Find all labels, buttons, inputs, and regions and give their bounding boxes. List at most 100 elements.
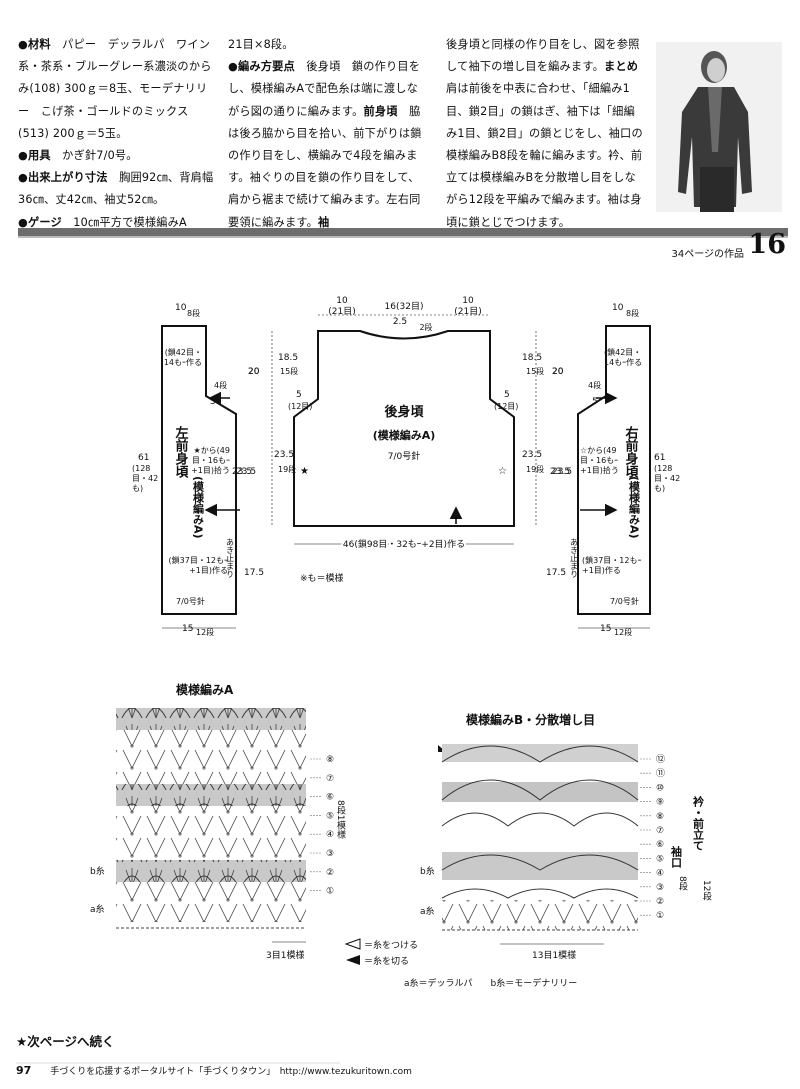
right-front-side: 23.5: [552, 467, 572, 477]
back-total-height: 20: [248, 367, 260, 377]
text-column-1: ●材料 パピー デッラルパ ワイン系・茶系・ブルーグレー系濃淡のからみ(108)…: [18, 34, 218, 234]
back-side-total-right: 23.5: [550, 467, 570, 477]
chart-a-title: 模様編みA: [176, 682, 234, 697]
continue-note: ★次ページへ続く: [16, 1034, 115, 1049]
chart-b-b-yarn: b糸: [420, 865, 435, 877]
legend-cut: ＝糸を切る: [364, 955, 409, 967]
method-front-label: 前身頃: [363, 104, 398, 118]
project-number: 16: [748, 229, 786, 260]
right-front-outline: [577, 325, 651, 615]
row-number: ⑫: [656, 754, 665, 765]
back-shoulder-drop: 5: [296, 390, 302, 400]
materials-text: パピー デッラルパ ワイン系・茶系・ブルーグレー系濃淡のからみ(108) 300…: [18, 38, 212, 140]
back-total-height-right: 20: [552, 367, 564, 377]
back-body-diagram: 後身頃 (模様編みA) 7/0号針 10 (21目) 16(32目) 10 (2…: [232, 296, 570, 584]
back-side: 23.5: [274, 450, 294, 460]
method-label: ●編み方要点: [228, 60, 295, 74]
star-filled-marker: ★: [300, 466, 309, 477]
back-total-width: 46(鎖98目・32もｰ+2目)作る: [343, 538, 465, 550]
footer: 97 手づくりを応援するポータルサイト「手づくりタウン」 http://www.…: [16, 1064, 412, 1077]
row-number: ⑤: [326, 811, 334, 821]
back-armhole-top-right: 18.5: [522, 353, 542, 363]
back-pattern: (模様編みA): [373, 428, 436, 442]
left-front-chain-bottom: (鎖37目・12もｰ+1目)作る: [168, 556, 228, 575]
gauge-paragraph: ●ゲージ 10㎝平方で模様編みA: [18, 212, 218, 234]
right-front-pattern: (模様編みA): [628, 476, 641, 539]
col3-text-b: 肩は前後を中表に合わせ、「細編み1目、鎖2目」の鎖はぎ、袖下は「細編み1目、鎖2…: [446, 82, 643, 229]
back-top-mid: 16(32目): [385, 301, 424, 312]
col3-text-a: 後身頃と同様の作り目をし、図を参照して袖下の増し目を編みます。: [446, 38, 640, 74]
row-number: ②: [656, 897, 664, 907]
size-paragraph: ●出来上がり寸法 胸囲92㎝、背肩幅36㎝、丈42㎝、袖丈52㎝。: [18, 167, 218, 211]
row-number: ⑩: [656, 783, 664, 793]
row-number: ⑧: [656, 812, 664, 822]
chart-a-rows-label: 8段1模様: [335, 800, 346, 838]
right-front-top-sub: 8段: [626, 308, 639, 318]
back-needle: 7/0号針: [388, 450, 421, 462]
back-top-left-sub: (21目): [328, 306, 355, 317]
right-front-bottom-h: 17.5: [546, 568, 566, 578]
right-front-title: 右前身頃: [623, 425, 640, 479]
back-armhole-top-sub: 15段: [280, 366, 298, 376]
tools-paragraph: ●用具 かぎ針7/0号。: [18, 145, 218, 167]
left-front-bottom: 15: [182, 624, 193, 634]
text-column-2: 21目×8段。 ●編み方要点 後身頃 鎖の作り目をし、模様編みAで配色糸は端に渡…: [228, 34, 428, 234]
site-link[interactable]: 手づくりを応援するポータルサイト「手づくりタウン」 http://www.tez…: [50, 1067, 412, 1077]
left-front-side: 23.5: [236, 467, 256, 477]
chart-b-repeat: 13目1模様: [532, 949, 576, 961]
right-front-chain-top: (鎖42目・14もｰ作る: [604, 348, 643, 367]
right-front-bottom-sub: 12段: [614, 627, 632, 637]
tools-label: ●用具: [18, 149, 51, 163]
right-front-pick: ☆から(49目・16もｰ+1目)拾う: [580, 446, 619, 475]
chart-b-cuff-rows: 8段: [677, 876, 688, 892]
row-number: ②: [326, 868, 334, 878]
left-front-diagram: 10 8段 (鎖42目・14もｰ作る 4段 5 20 23.5 左前身頃 (模様…: [132, 303, 264, 637]
size-text: 胸囲92㎝、背肩幅36㎝、丈42㎝、袖丈52㎝。: [18, 171, 214, 207]
row-number: ⑨: [656, 798, 664, 808]
right-front-row5: 5: [592, 397, 598, 407]
back-neck: 2.5: [393, 317, 407, 327]
right-front-row4: 4段: [588, 380, 601, 390]
legend-attach: ＝糸をつける: [364, 939, 418, 951]
back-side-sub: 19段: [278, 464, 296, 474]
right-front-top: 10: [612, 303, 624, 313]
left-front-height-sub: (128目・42も): [132, 464, 159, 493]
chart-a-a-yarn: a糸: [90, 903, 105, 915]
text-column-3: 後身頃と同様の作り目をし、図を参照して袖下の増し目を編みます。まとめ 肩は前後を…: [446, 34, 646, 234]
right-front-bottom: 15: [600, 624, 611, 634]
right-front-chain-bottom: (鎖37目・12もｰ+1目)作る: [582, 556, 642, 575]
back-armhole-top-sub-right: 15段: [526, 366, 544, 376]
row-number: ④: [326, 830, 334, 840]
header-rule-light: [18, 236, 788, 238]
sleeve-paragraph: 後身頃と同様の作り目をし、図を参照して袖下の増し目を編みます。まとめ 肩は前後を…: [446, 34, 646, 234]
method-paragraph: ●編み方要点 後身頃 鎖の作り目をし、模様編みAで配色糸は端に渡しながら図の通り…: [228, 56, 428, 234]
chart-a-b-yarn: b糸: [90, 865, 105, 877]
method-text-b: 脇は後ろ脇から目を拾い、前下がりは鎖の作り目をし、横編みで4段を編みます。袖ぐり…: [228, 104, 422, 229]
row-number: ⑦: [326, 774, 334, 784]
left-front-total-h: 20: [248, 367, 260, 377]
row-number: ③: [656, 883, 664, 893]
chart-a-repeat: 3目1模様: [266, 949, 304, 961]
right-front-needle: 7/0号針: [610, 596, 639, 606]
row-number: ④: [656, 869, 664, 879]
row-number: ⑦: [656, 826, 664, 836]
row-number: ⑪: [656, 768, 665, 779]
left-front-row5: 5: [210, 397, 216, 407]
left-front-bottom-h: 17.5: [244, 568, 264, 578]
row-number: ⑧: [326, 755, 334, 765]
left-front-height: 61: [138, 453, 149, 463]
left-front-needle: 7/0号針: [176, 596, 205, 606]
back-title: 後身頃: [384, 404, 424, 420]
method-sleeve-label: 袖: [317, 215, 330, 229]
gauge-label: ●ゲージ: [18, 215, 62, 229]
chart-b-collar: 衿・前立て: [692, 795, 705, 851]
right-front-height-sub: (128目・42も): [654, 464, 681, 493]
star-open-marker: ☆: [498, 466, 507, 477]
pattern-note: ※も＝模様: [300, 572, 344, 584]
back-shoulder-drop-sub-right: (12目): [494, 402, 518, 411]
legend-yarns: a糸＝デッラルパ b糸＝モーデナリリー: [404, 977, 577, 989]
back-body-outline: [293, 330, 515, 527]
row-number: ⑥: [656, 840, 664, 850]
